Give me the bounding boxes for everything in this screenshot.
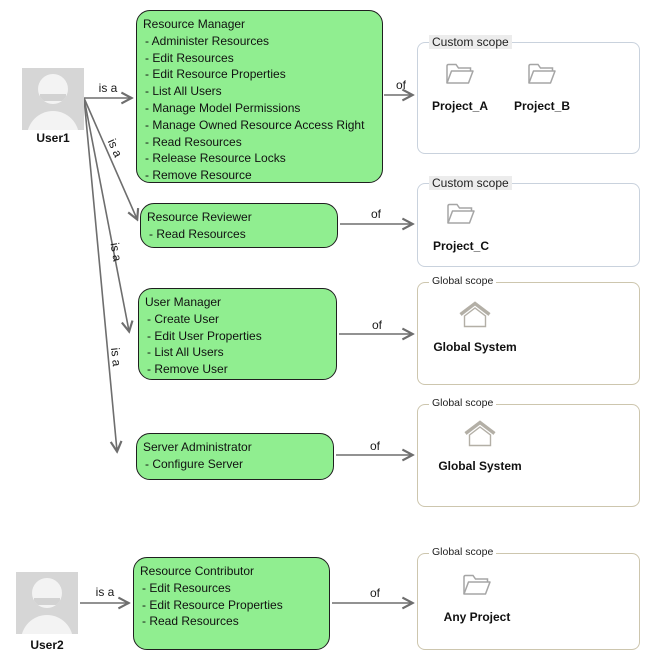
scope-item-name: Any Project (443, 610, 511, 624)
role-title: Resource Contributor (140, 564, 255, 578)
role-permission: - Edit Resource Properties (145, 67, 286, 82)
edge-user1-resource-reviewer[interactable] (83, 97, 137, 219)
avatar-head (38, 74, 68, 104)
role-server-administrator[interactable]: Server Administrator - Configure Server (136, 433, 334, 480)
role-title: Server Administrator (143, 440, 252, 454)
edge-label-is-a: is a (104, 136, 126, 160)
role-permission: - Read Resources (149, 226, 246, 241)
role-permission: - Read Resources (145, 134, 242, 149)
scope-item-name: Project_A (431, 99, 489, 113)
role-permission: - Read Resources (142, 614, 239, 629)
scope-legend: Global scope (429, 397, 497, 409)
role-permission: - Edit Resource Properties (142, 597, 283, 612)
edge-label-of: of (369, 439, 381, 453)
scope-legend: Global scope (429, 275, 497, 287)
role-permission: - List All Users (147, 345, 224, 360)
role-permission: - Manage Model Permissions (145, 100, 301, 115)
edge-label-of: of (371, 318, 383, 332)
scope-custom-project-c[interactable]: Custom scope Project_C (417, 176, 640, 267)
scope-item-name: Global System (433, 340, 517, 354)
edge-user1-user-manager[interactable] (83, 97, 129, 331)
role-permission: - Remove User (147, 362, 228, 377)
scope-item-name: Project_B (513, 99, 571, 113)
scope-item-global-system[interactable]: Global System (432, 301, 518, 354)
scope-global-system-1[interactable]: Global scope Global System (417, 275, 640, 385)
role-resource-manager[interactable]: Resource Manager - Administer Resources … (136, 10, 383, 183)
avatar-shoulders (27, 111, 79, 130)
role-permission: - Remove Resource (145, 168, 252, 183)
role-permission: - Administer Resources (145, 33, 270, 48)
role-permission: - Create User (147, 311, 220, 326)
role-permission: - Release Resource Locks (145, 151, 286, 166)
home-icon (464, 420, 496, 447)
home-icon (459, 301, 491, 328)
edge-label-of: of (370, 207, 382, 221)
scope-item-name: Project_C (432, 239, 490, 253)
scope-item-project-c[interactable]: Project_C (423, 199, 499, 253)
edge-label-of: of (369, 586, 381, 600)
avatar-chin (40, 94, 66, 101)
edge-label-is-a: is a (108, 346, 124, 368)
user2-avatar[interactable] (16, 572, 78, 634)
edge-label-is-a: is a (95, 585, 115, 599)
role-user-manager[interactable]: User Manager - Create User - Edit User P… (138, 288, 337, 380)
scope-legend: Custom scope (429, 176, 512, 190)
role-permission: - Edit Resources (142, 580, 231, 595)
role-title: Resource Manager (143, 17, 246, 31)
role-title: Resource Reviewer (147, 210, 252, 224)
user1-avatar[interactable] (22, 68, 84, 130)
scope-global-any-project[interactable]: Global scope Any Project (417, 546, 640, 650)
scope-item-project-b[interactable]: Project_B (504, 59, 580, 113)
edge-label-is-a: is a (98, 81, 118, 95)
scope-legend: Custom scope (429, 35, 512, 49)
edge-label-is-a: is a (107, 241, 125, 263)
role-permission: - List All Users (145, 84, 222, 99)
scope-custom-projects-ab[interactable]: Custom scope Project_A Project_B (417, 35, 640, 154)
role-title: User Manager (145, 295, 222, 309)
scope-item-global-system[interactable]: Global System (437, 420, 523, 473)
user2-label: User2 (30, 638, 64, 652)
role-permission: - Edit Resources (145, 50, 234, 65)
avatar-chin (34, 598, 60, 605)
role-permission: - Manage Owned Resource Access Right (145, 117, 365, 132)
role-permission: - Edit User Properties (147, 328, 262, 343)
avatar-shoulders (21, 615, 73, 634)
folder-icon (447, 203, 475, 224)
edge-label-of: of (395, 78, 407, 92)
role-resource-reviewer[interactable]: Resource Reviewer - Read Resources (140, 203, 338, 248)
folder-icon (446, 63, 474, 84)
scope-item-any-project[interactable]: Any Project (437, 570, 517, 624)
scope-item-name: Global System (438, 459, 522, 473)
user1-label: User1 (36, 131, 70, 145)
folder-icon (528, 63, 556, 84)
role-resource-contributor[interactable]: Resource Contributor - Edit Resources - … (133, 557, 330, 650)
scope-global-system-2[interactable]: Global scope Global System (417, 397, 640, 507)
scope-legend: Global scope (429, 546, 497, 558)
role-permission: - Configure Server (145, 456, 244, 471)
folder-icon (463, 574, 491, 595)
scope-item-project-a[interactable]: Project_A (422, 59, 498, 113)
avatar-head (32, 578, 62, 608)
